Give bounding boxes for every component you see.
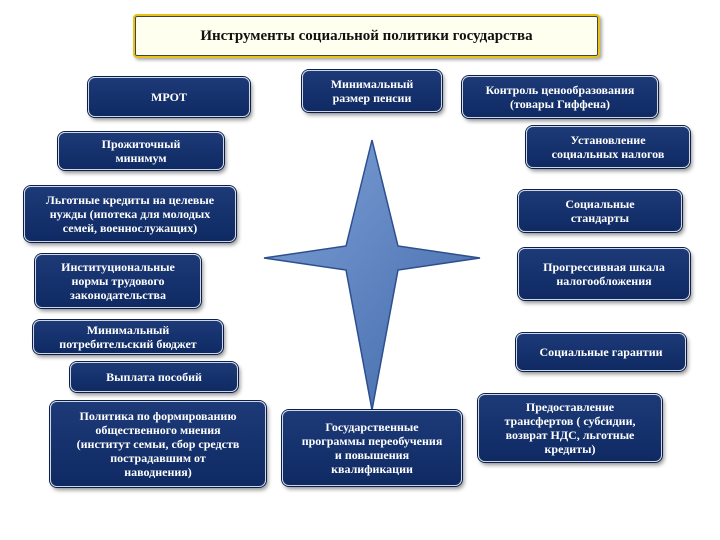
node-price-control: Контроль ценообразования (товары Гиффена… [462, 76, 658, 118]
node-social-standards: Социальные стандарты [518, 190, 682, 232]
node-consumer-budget: Минимальный потребительский бюджет [33, 320, 223, 354]
node-social-taxes: Установление социальных налогов [526, 126, 690, 168]
node-min-pension: Минимальный размер пенсии [302, 70, 442, 112]
node-public-opinion: Политика по формированию общественного м… [50, 401, 266, 487]
node-social-guarantees: Социальные гарантии [516, 333, 686, 371]
node-subsistence: Прожиточный минимум [58, 132, 224, 170]
node-transfers: Предоставление трансфертов ( субсидии, в… [478, 394, 662, 462]
diagram-title: Инструменты социальной политики государс… [133, 14, 600, 58]
node-retraining: Государственные программы переобучения и… [282, 410, 462, 486]
node-benefits: Выплата пособий [70, 362, 238, 392]
node-labor-law: Институциональные нормы трудового законо… [35, 254, 201, 308]
node-credits: Льготные кредиты на целевые нужды (ипоте… [24, 186, 236, 242]
node-progressive-tax: Прогрессивная шкала налогообложения [518, 248, 690, 300]
node-mrot: МРОТ [88, 77, 250, 117]
